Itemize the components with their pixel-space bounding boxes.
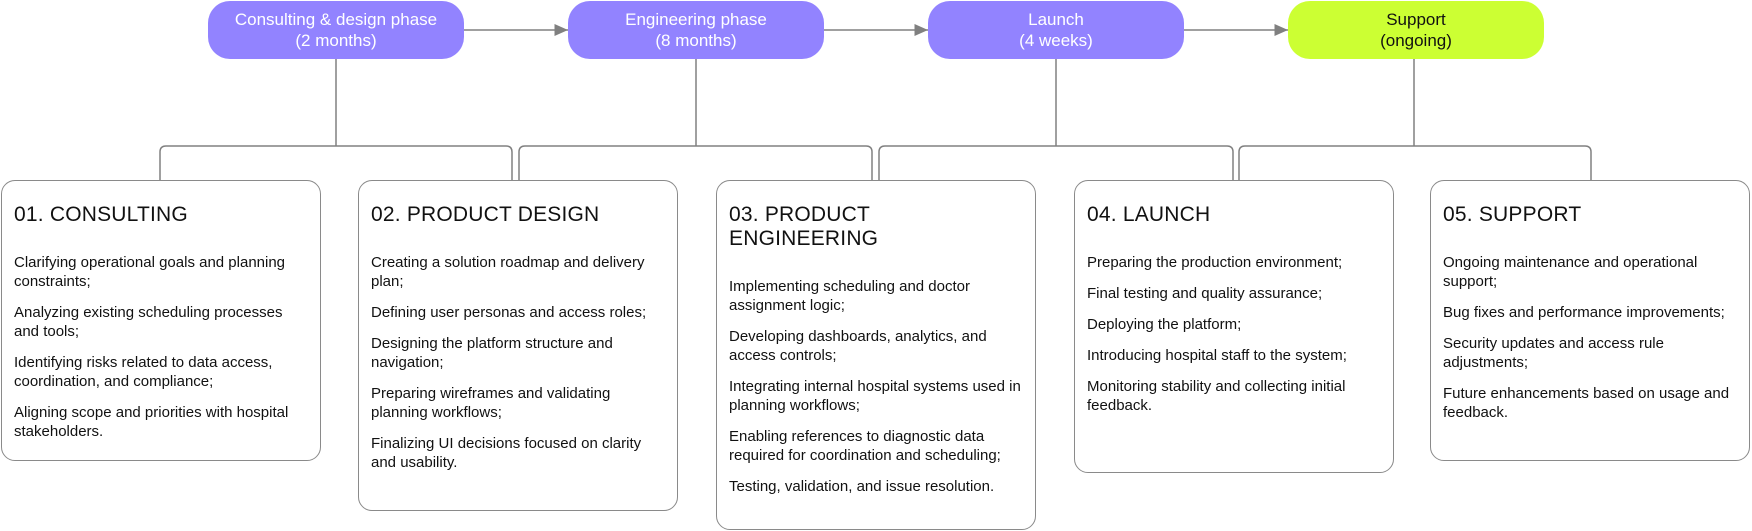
phase-duration: (ongoing) bbox=[1380, 31, 1452, 50]
card-item: Future enhancements based on usage and f… bbox=[1443, 385, 1730, 421]
card-item: Ongoing maintenance and operational supp… bbox=[1443, 254, 1698, 290]
card-item: Implementing scheduling and doctor assig… bbox=[729, 278, 970, 314]
phase-name: Support bbox=[1386, 10, 1446, 29]
card-item: Monitoring stability and collecting init… bbox=[1087, 378, 1346, 414]
bracket-phase-1 bbox=[159, 59, 513, 180]
card-item: Final testing and quality assurance; bbox=[1087, 285, 1323, 302]
card-title: 02. PRODUCT DESIGN bbox=[371, 203, 600, 226]
card-item: Analyzing existing scheduling processes … bbox=[14, 304, 283, 340]
card-item: Security updates and access rule adjustm… bbox=[1443, 335, 1664, 371]
phase-support: Support (ongoing) bbox=[1288, 1, 1544, 59]
card-item: Bug fixes and performance improvements; bbox=[1443, 304, 1725, 321]
card-title: 01. CONSULTING bbox=[14, 203, 188, 226]
card-title: 05. SUPPORT bbox=[1443, 203, 1582, 226]
card-title: 03. PRODUCT ENGINEERING bbox=[729, 203, 879, 250]
card-title: 04. LAUNCH bbox=[1087, 203, 1211, 226]
card-item: Creating a solution roadmap and delivery… bbox=[371, 254, 645, 290]
card-item: Designing the platform structure and nav… bbox=[371, 335, 613, 371]
card-item: Preparing the production environment; bbox=[1087, 254, 1343, 271]
card-product-engineering: 03. PRODUCT ENGINEERING Implementing sch… bbox=[716, 180, 1036, 530]
card-item-list: Preparing the production environment; Fi… bbox=[1087, 253, 1381, 415]
bracket-phase-3 bbox=[878, 59, 1234, 180]
phase-duration: (8 months) bbox=[655, 31, 737, 50]
card-item: Developing dashboards, analytics, and ac… bbox=[729, 328, 987, 364]
card-item: Preparing wireframes and validating plan… bbox=[371, 385, 611, 421]
phase-name: Engineering phase bbox=[625, 10, 767, 29]
card-item: Finalizing UI decisions focused on clari… bbox=[371, 435, 642, 471]
card-support: 05. SUPPORT Ongoing maintenance and oper… bbox=[1430, 180, 1750, 461]
card-item: Deploying the platform; bbox=[1087, 316, 1242, 333]
card-product-design: 02. PRODUCT DESIGN Creating a solution r… bbox=[358, 180, 678, 511]
bracket-phase-4 bbox=[1238, 59, 1592, 180]
card-item: Aligning scope and priorities with hospi… bbox=[14, 404, 289, 440]
phase-engineering: Engineering phase (8 months) bbox=[568, 1, 824, 59]
phase-duration: (2 months) bbox=[295, 31, 377, 50]
phase-name: Consulting & design phase bbox=[234, 10, 438, 29]
card-item-list: Implementing scheduling and doctor assig… bbox=[729, 277, 1023, 496]
card-launch: 04. LAUNCH Preparing the production envi… bbox=[1074, 180, 1394, 473]
card-item: Enabling references to diagnostic data r… bbox=[729, 428, 1001, 464]
card-item-list: Clarifying operational goals and plannin… bbox=[14, 253, 308, 441]
card-item: Clarifying operational goals and plannin… bbox=[14, 254, 286, 290]
phase-name: Launch bbox=[1028, 10, 1084, 29]
card-item: Introducing hospital staff to the system… bbox=[1087, 347, 1347, 364]
card-item-list: Ongoing maintenance and operational supp… bbox=[1443, 253, 1737, 422]
phase-duration: (4 weeks) bbox=[1019, 31, 1093, 50]
card-item: Defining user personas and access roles; bbox=[371, 304, 647, 321]
bracket-phase-2 bbox=[518, 59, 873, 180]
phase-consulting-design: Consulting & design phase (2 months) bbox=[208, 1, 464, 59]
card-item: Identifying risks related to data access… bbox=[14, 354, 273, 390]
card-item: Integrating internal hospital systems us… bbox=[729, 378, 1021, 414]
card-item-list: Creating a solution roadmap and delivery… bbox=[371, 253, 665, 472]
card-consulting: 01. CONSULTING Clarifying operational go… bbox=[1, 180, 321, 461]
card-item: Testing, validation, and issue resolutio… bbox=[729, 478, 995, 495]
phase-launch: Launch (4 weeks) bbox=[928, 1, 1184, 59]
